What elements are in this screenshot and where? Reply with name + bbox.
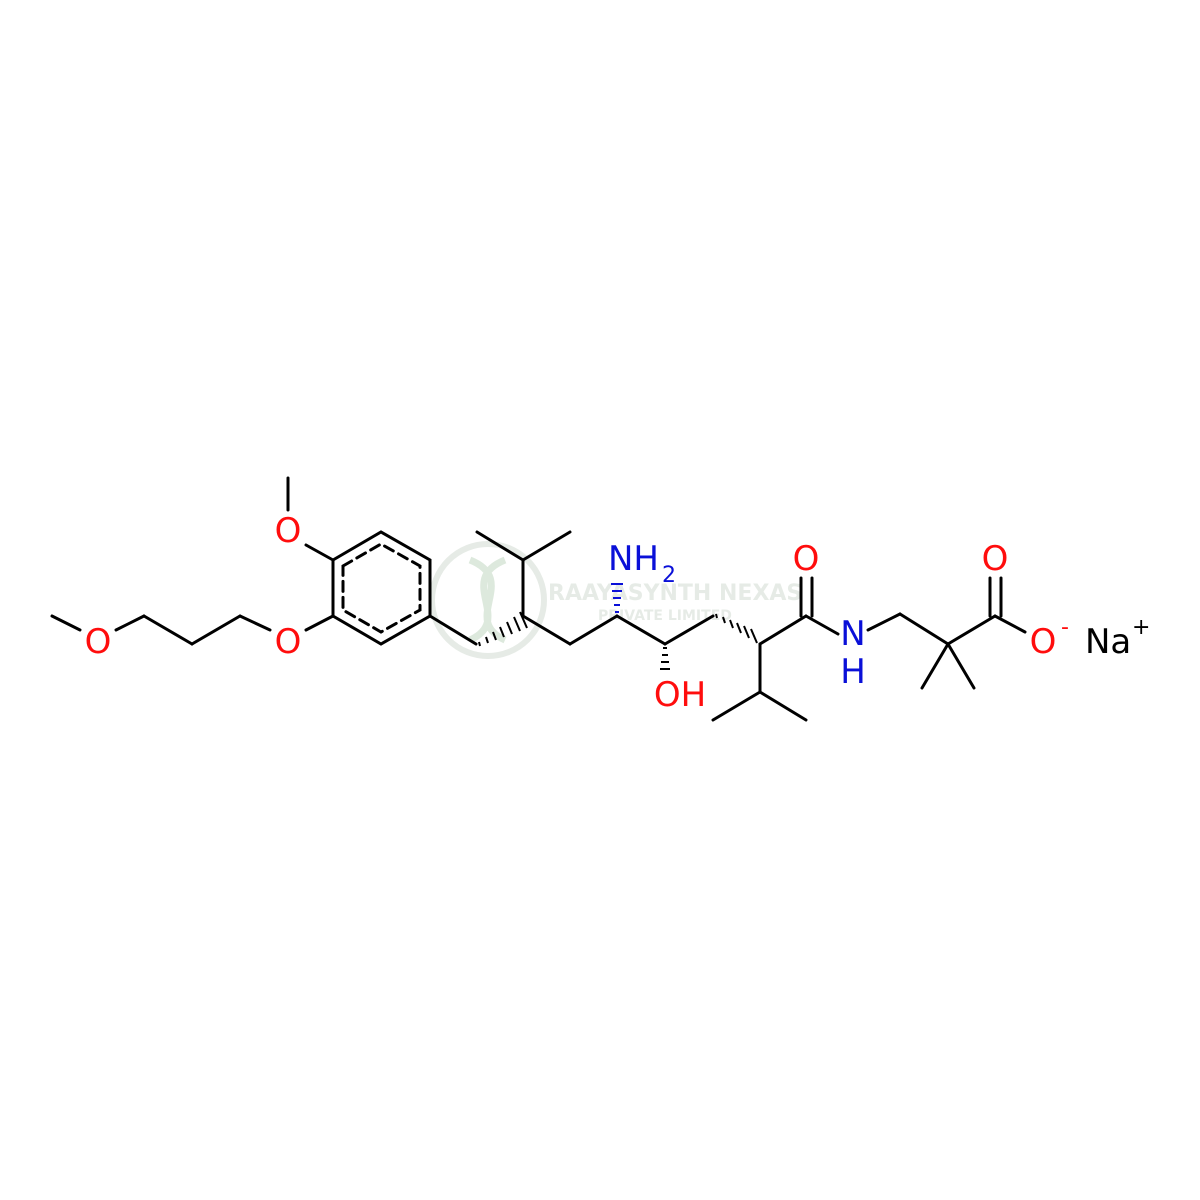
bond-ch2-o-ether bbox=[114, 614, 146, 632]
atom-nh2-subscript: 2 bbox=[662, 563, 676, 588]
benzene-ring-aromatic-inner bbox=[341, 542, 422, 634]
atom-o-amide: O bbox=[793, 539, 820, 579]
bond-isopropyl1-me-b bbox=[521, 530, 572, 562]
atom-sodium: Na + bbox=[1085, 615, 1150, 662]
bond-isopropyl2-me-a bbox=[711, 690, 762, 722]
atom-o-ether-chain: O bbox=[85, 622, 112, 662]
atom-na-charge: + bbox=[1132, 615, 1150, 640]
bond-isopropyl1-me-a bbox=[475, 530, 525, 562]
atom-carboxylate-o: O - bbox=[1030, 615, 1069, 662]
atom-o-methoxy-top: O bbox=[275, 511, 302, 551]
hash-bond-benzyl bbox=[478, 611, 528, 647]
bonds bbox=[50, 476, 1027, 722]
atom-nh-n: N bbox=[840, 614, 865, 654]
bond-isopropyl2-me-b bbox=[758, 690, 808, 722]
bond-cq-me-b bbox=[946, 642, 976, 690]
benzene-ring bbox=[331, 530, 432, 646]
atom-o-charge: - bbox=[1061, 615, 1069, 640]
atom-o-carboxylate: O bbox=[1030, 622, 1057, 662]
stereo-bonds bbox=[478, 583, 758, 670]
atom-labels: O O O NH 2 OH O N H O O - Na + bbox=[85, 511, 1151, 715]
atom-nh2: NH 2 bbox=[608, 539, 676, 588]
atom-nh2-n: NH bbox=[608, 539, 659, 579]
bond-carboxyl-o-minus bbox=[993, 614, 1027, 634]
bond-ch2-ch2 bbox=[190, 614, 242, 646]
atom-o-aryl-ether: O bbox=[275, 622, 302, 662]
atom-na: Na bbox=[1085, 622, 1131, 662]
atom-nh-amide: N H bbox=[840, 614, 866, 692]
bond-c-alpha-carbonyl bbox=[758, 614, 808, 646]
hash-bond-alpha bbox=[715, 613, 758, 644]
bond-ring-o-aryl bbox=[304, 614, 335, 632]
bond-cq-carboxyl bbox=[946, 614, 997, 646]
bond-o-aryl-ch2 bbox=[238, 614, 272, 632]
watermark-line2: PRIVATE LIMITED bbox=[598, 608, 732, 624]
bond-ch2-cq bbox=[898, 612, 950, 646]
bond-o-top-ring bbox=[304, 543, 335, 562]
bond-c-amine-c-oh bbox=[615, 614, 667, 646]
bond-ch2-ch2-b bbox=[142, 614, 194, 646]
bond-ch2-c-amine bbox=[568, 614, 619, 646]
bond-n-ch2 bbox=[866, 612, 902, 632]
bond-ring-benzyl bbox=[428, 614, 478, 646]
bond-o-ether-methyl bbox=[50, 614, 82, 632]
bond-c-oh-ch2 bbox=[663, 614, 715, 646]
hash-bond-hydroxyl bbox=[660, 647, 670, 670]
watermark-line1: RAAYASYNTH NEXAS bbox=[548, 581, 802, 606]
atom-oh: OH bbox=[654, 675, 706, 715]
bond-cq-me-a bbox=[920, 642, 950, 690]
bond-c-ch2-a bbox=[521, 614, 572, 646]
atom-o-acid-carbonyl: O bbox=[982, 539, 1009, 579]
bond-carbonyl-n bbox=[804, 614, 840, 636]
atom-nh-h: H bbox=[840, 652, 866, 692]
hash-bond-amine bbox=[611, 583, 623, 613]
watermark: RAAYASYNTH NEXAS PRIVATE LIMITED bbox=[429, 541, 802, 659]
watermark-logo-ring bbox=[429, 541, 547, 659]
